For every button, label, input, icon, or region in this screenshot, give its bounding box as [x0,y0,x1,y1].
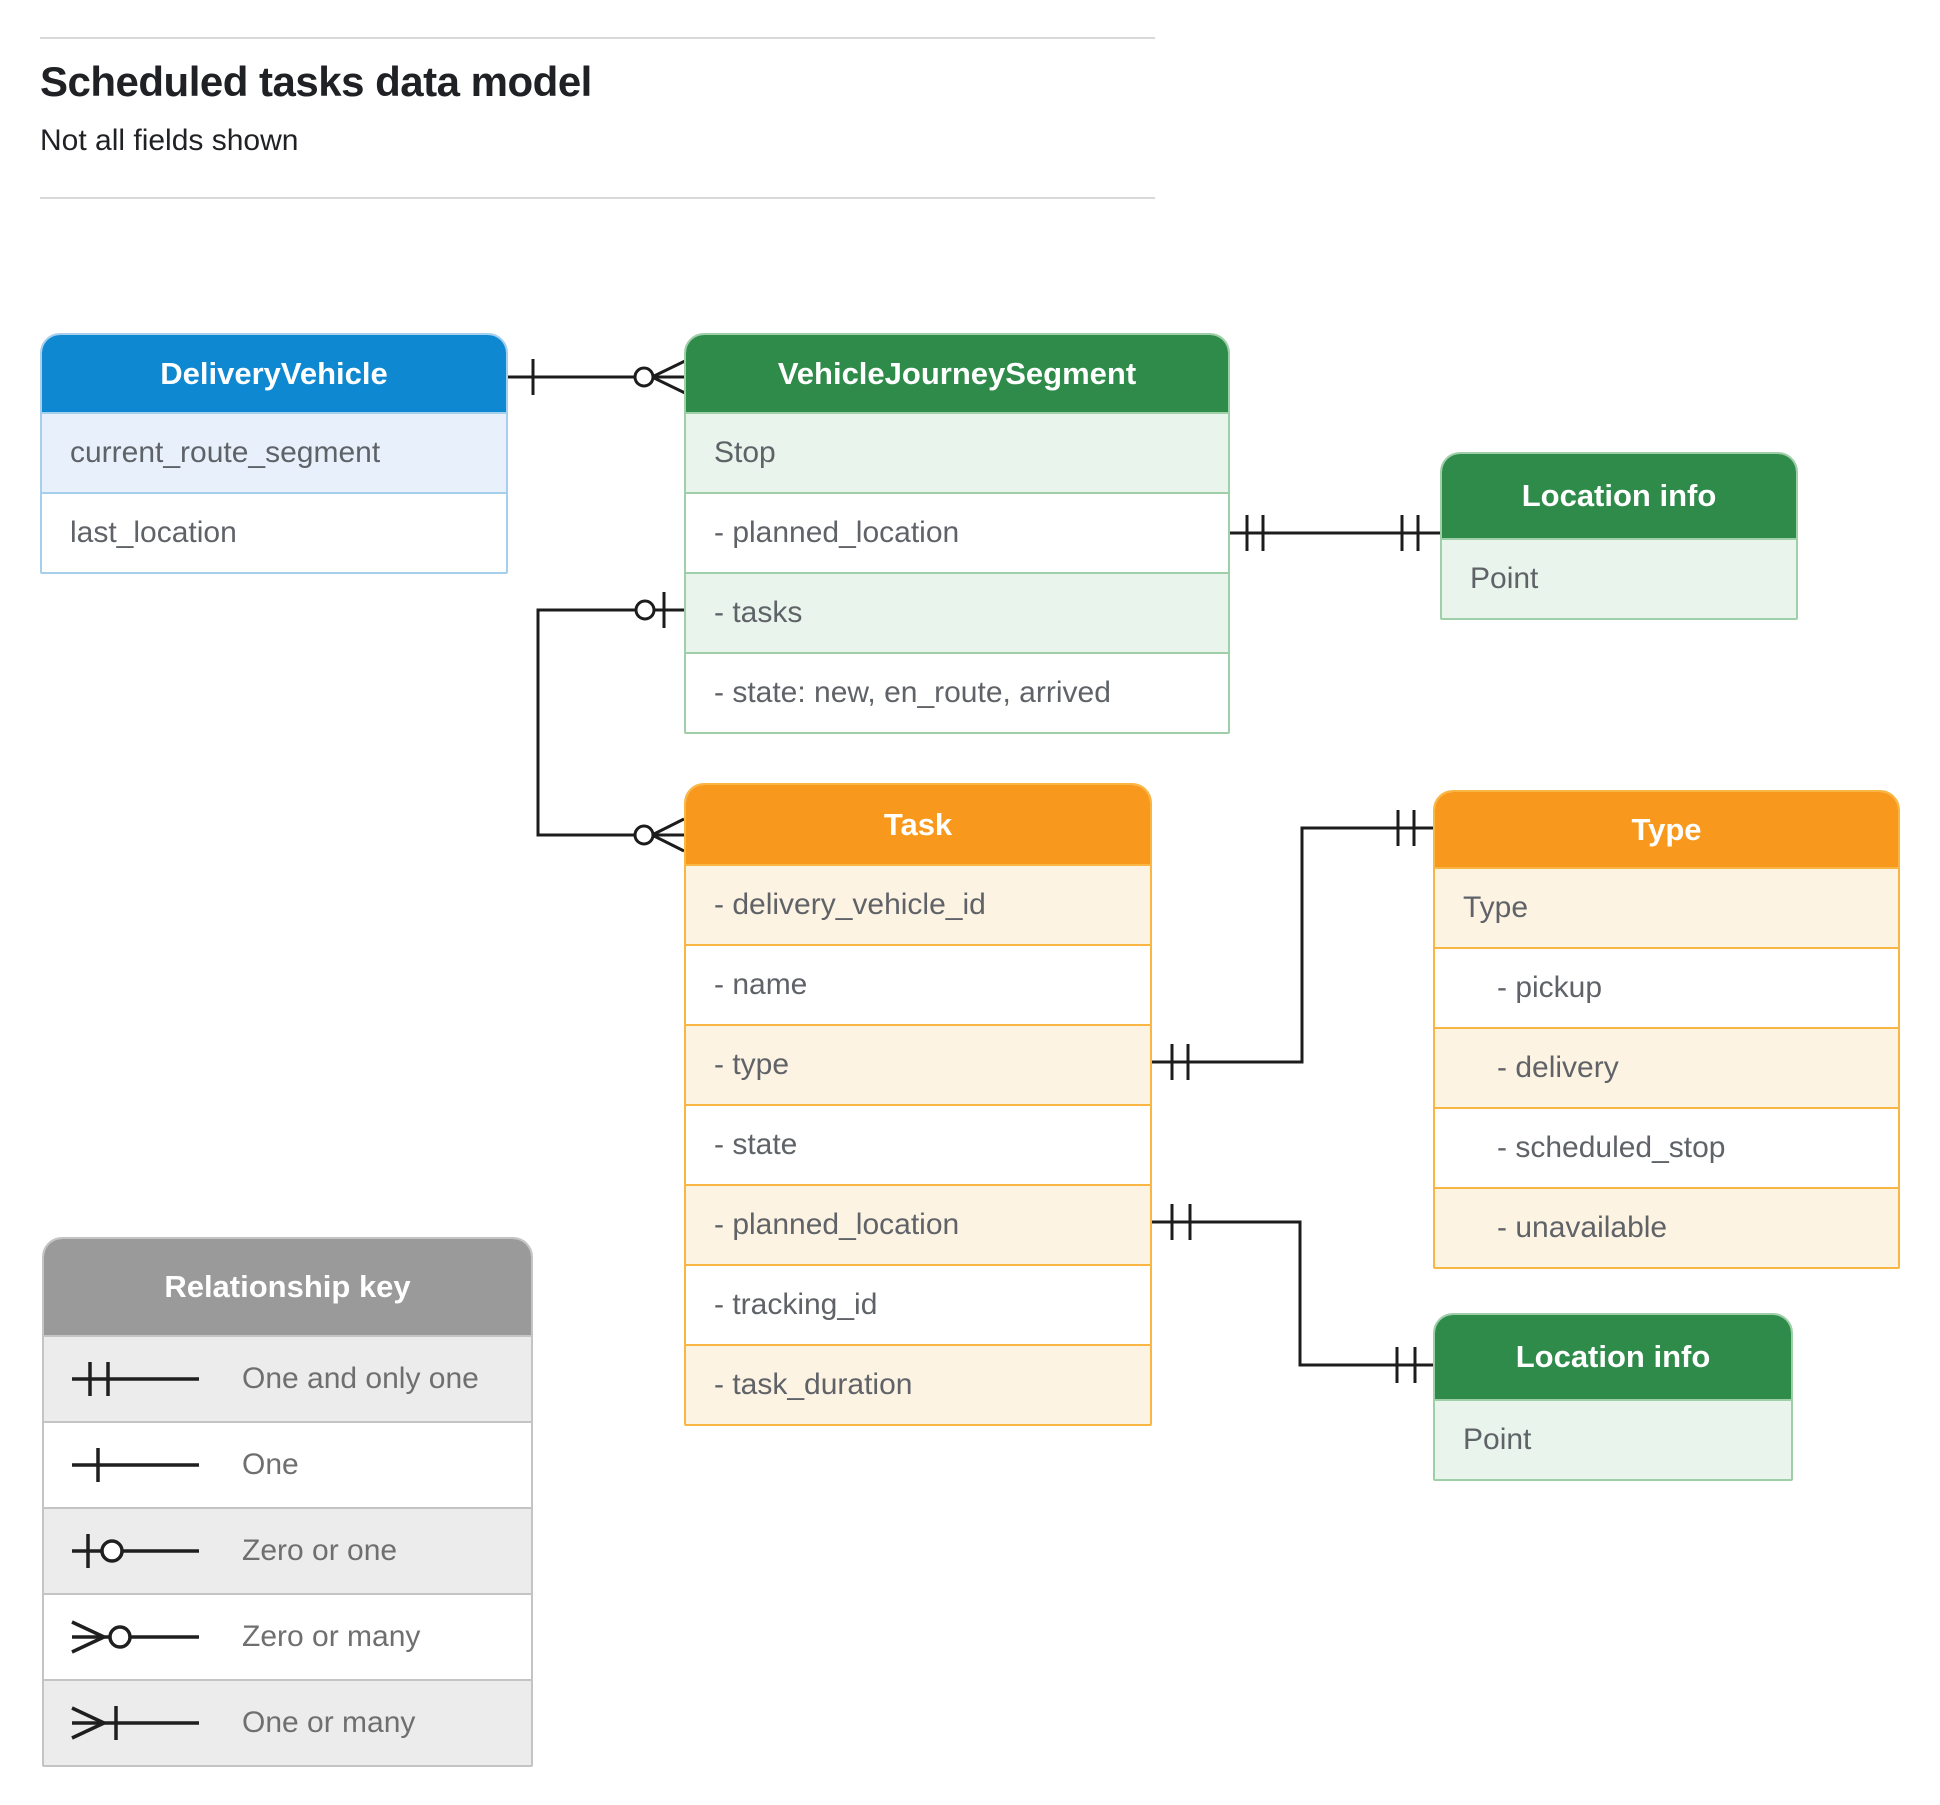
field-row: Type [1435,867,1898,947]
relationship-key: Relationship key One and only one One Ze… [42,1237,533,1767]
connector-task-type-to-type [1152,810,1433,1080]
entity-header: DeliveryVehicle [42,335,506,412]
field-row: - delivery [1435,1027,1898,1107]
one-and-only-one-ticks [1395,1347,1417,1383]
entity-header: Type [1435,792,1898,867]
legend-item: One and only one [44,1335,531,1421]
legend-label: Zero or one [242,1534,398,1567]
zero-circle-icon [633,824,655,846]
zero-circle-icon [634,599,656,621]
entity-header: VehicleJourneySegment [686,335,1228,412]
legend-label: One or many [242,1706,416,1739]
connector-deliveryvehicle-to-vehiclejourneysegment [508,359,686,395]
one-and-only-one-ticks [1170,1204,1192,1240]
entity-header: Location info [1442,454,1796,538]
field-row: - tracking_id [686,1264,1150,1344]
field-row: - scheduled_stop [1435,1107,1898,1187]
zero-or-one-icon [72,1534,199,1568]
legend-item: One or many [44,1679,531,1765]
legend-label: One and only one [242,1362,479,1395]
field-row: - delivery_vehicle_id [686,864,1150,944]
entity-vehiclejourneysegment: VehicleJourneySegment Stop - planned_loc… [684,333,1230,734]
one-or-many-icon [71,1706,199,1740]
field-row: last_location [42,492,506,572]
zero-circle-icon [633,366,655,388]
field-row: - planned_location [686,1184,1150,1264]
connector-vehiclejourneysegment-tasks-to-task [536,592,685,853]
field-row: - pickup [1435,947,1898,1027]
page-subtitle: Not all fields shown [40,124,299,157]
legend-item: Zero or many [44,1593,531,1679]
connector-task-plannedlocation-to-locationinfo [1152,1204,1433,1383]
field-row: Stop [686,412,1228,492]
field-row: - planned_location [686,492,1228,572]
entity-locationinfo-bottom: Location info Point [1433,1313,1793,1481]
field-row: - type [686,1024,1150,1104]
legend-label: Zero or many [242,1620,421,1653]
one-and-only-one-ticks [1400,515,1420,551]
one-icon [72,1448,199,1482]
connector-vehiclejourneysegment-plannedlocation-to-locationinfo [1230,515,1440,551]
entity-task: Task - delivery_vehicle_id - name - type… [684,783,1152,1426]
field-row: - task_duration [686,1344,1150,1424]
entity-type: Type Type - pickup - delivery - schedule… [1433,790,1900,1269]
one-and-only-one-ticks [1170,1044,1190,1080]
header-divider [40,197,1155,199]
connector-line [1152,1220,1433,1367]
entity-header: Task [686,785,1150,864]
field-row: - name [686,944,1150,1024]
top-divider [40,37,1155,39]
one-and-only-one-icon [72,1362,199,1396]
field-row: Point [1435,1399,1791,1479]
page-title: Scheduled tasks data model [40,58,592,105]
legend-item: Zero or one [44,1507,531,1593]
entity-locationinfo-top: Location info Point [1440,452,1798,620]
field-row: - unavailable [1435,1187,1898,1267]
legend-label: One [242,1448,299,1481]
legend-item: One [44,1421,531,1507]
relationship-key-title: Relationship key [44,1239,531,1335]
field-row: - state [686,1104,1150,1184]
entity-header: Location info [1435,1315,1791,1399]
entity-deliveryvehicle: DeliveryVehicle current_route_segment la… [40,333,508,574]
field-row: - state: new, en_route, arrived [686,652,1228,732]
connector-line [536,608,685,837]
one-and-only-one-ticks [1396,810,1416,846]
zero-or-many-icon [71,1620,199,1654]
field-row: current_route_segment [42,412,506,492]
field-row: Point [1442,538,1796,618]
one-and-only-one-ticks [1245,515,1265,551]
field-row: - tasks [686,572,1228,652]
connector-line [1152,826,1433,1064]
